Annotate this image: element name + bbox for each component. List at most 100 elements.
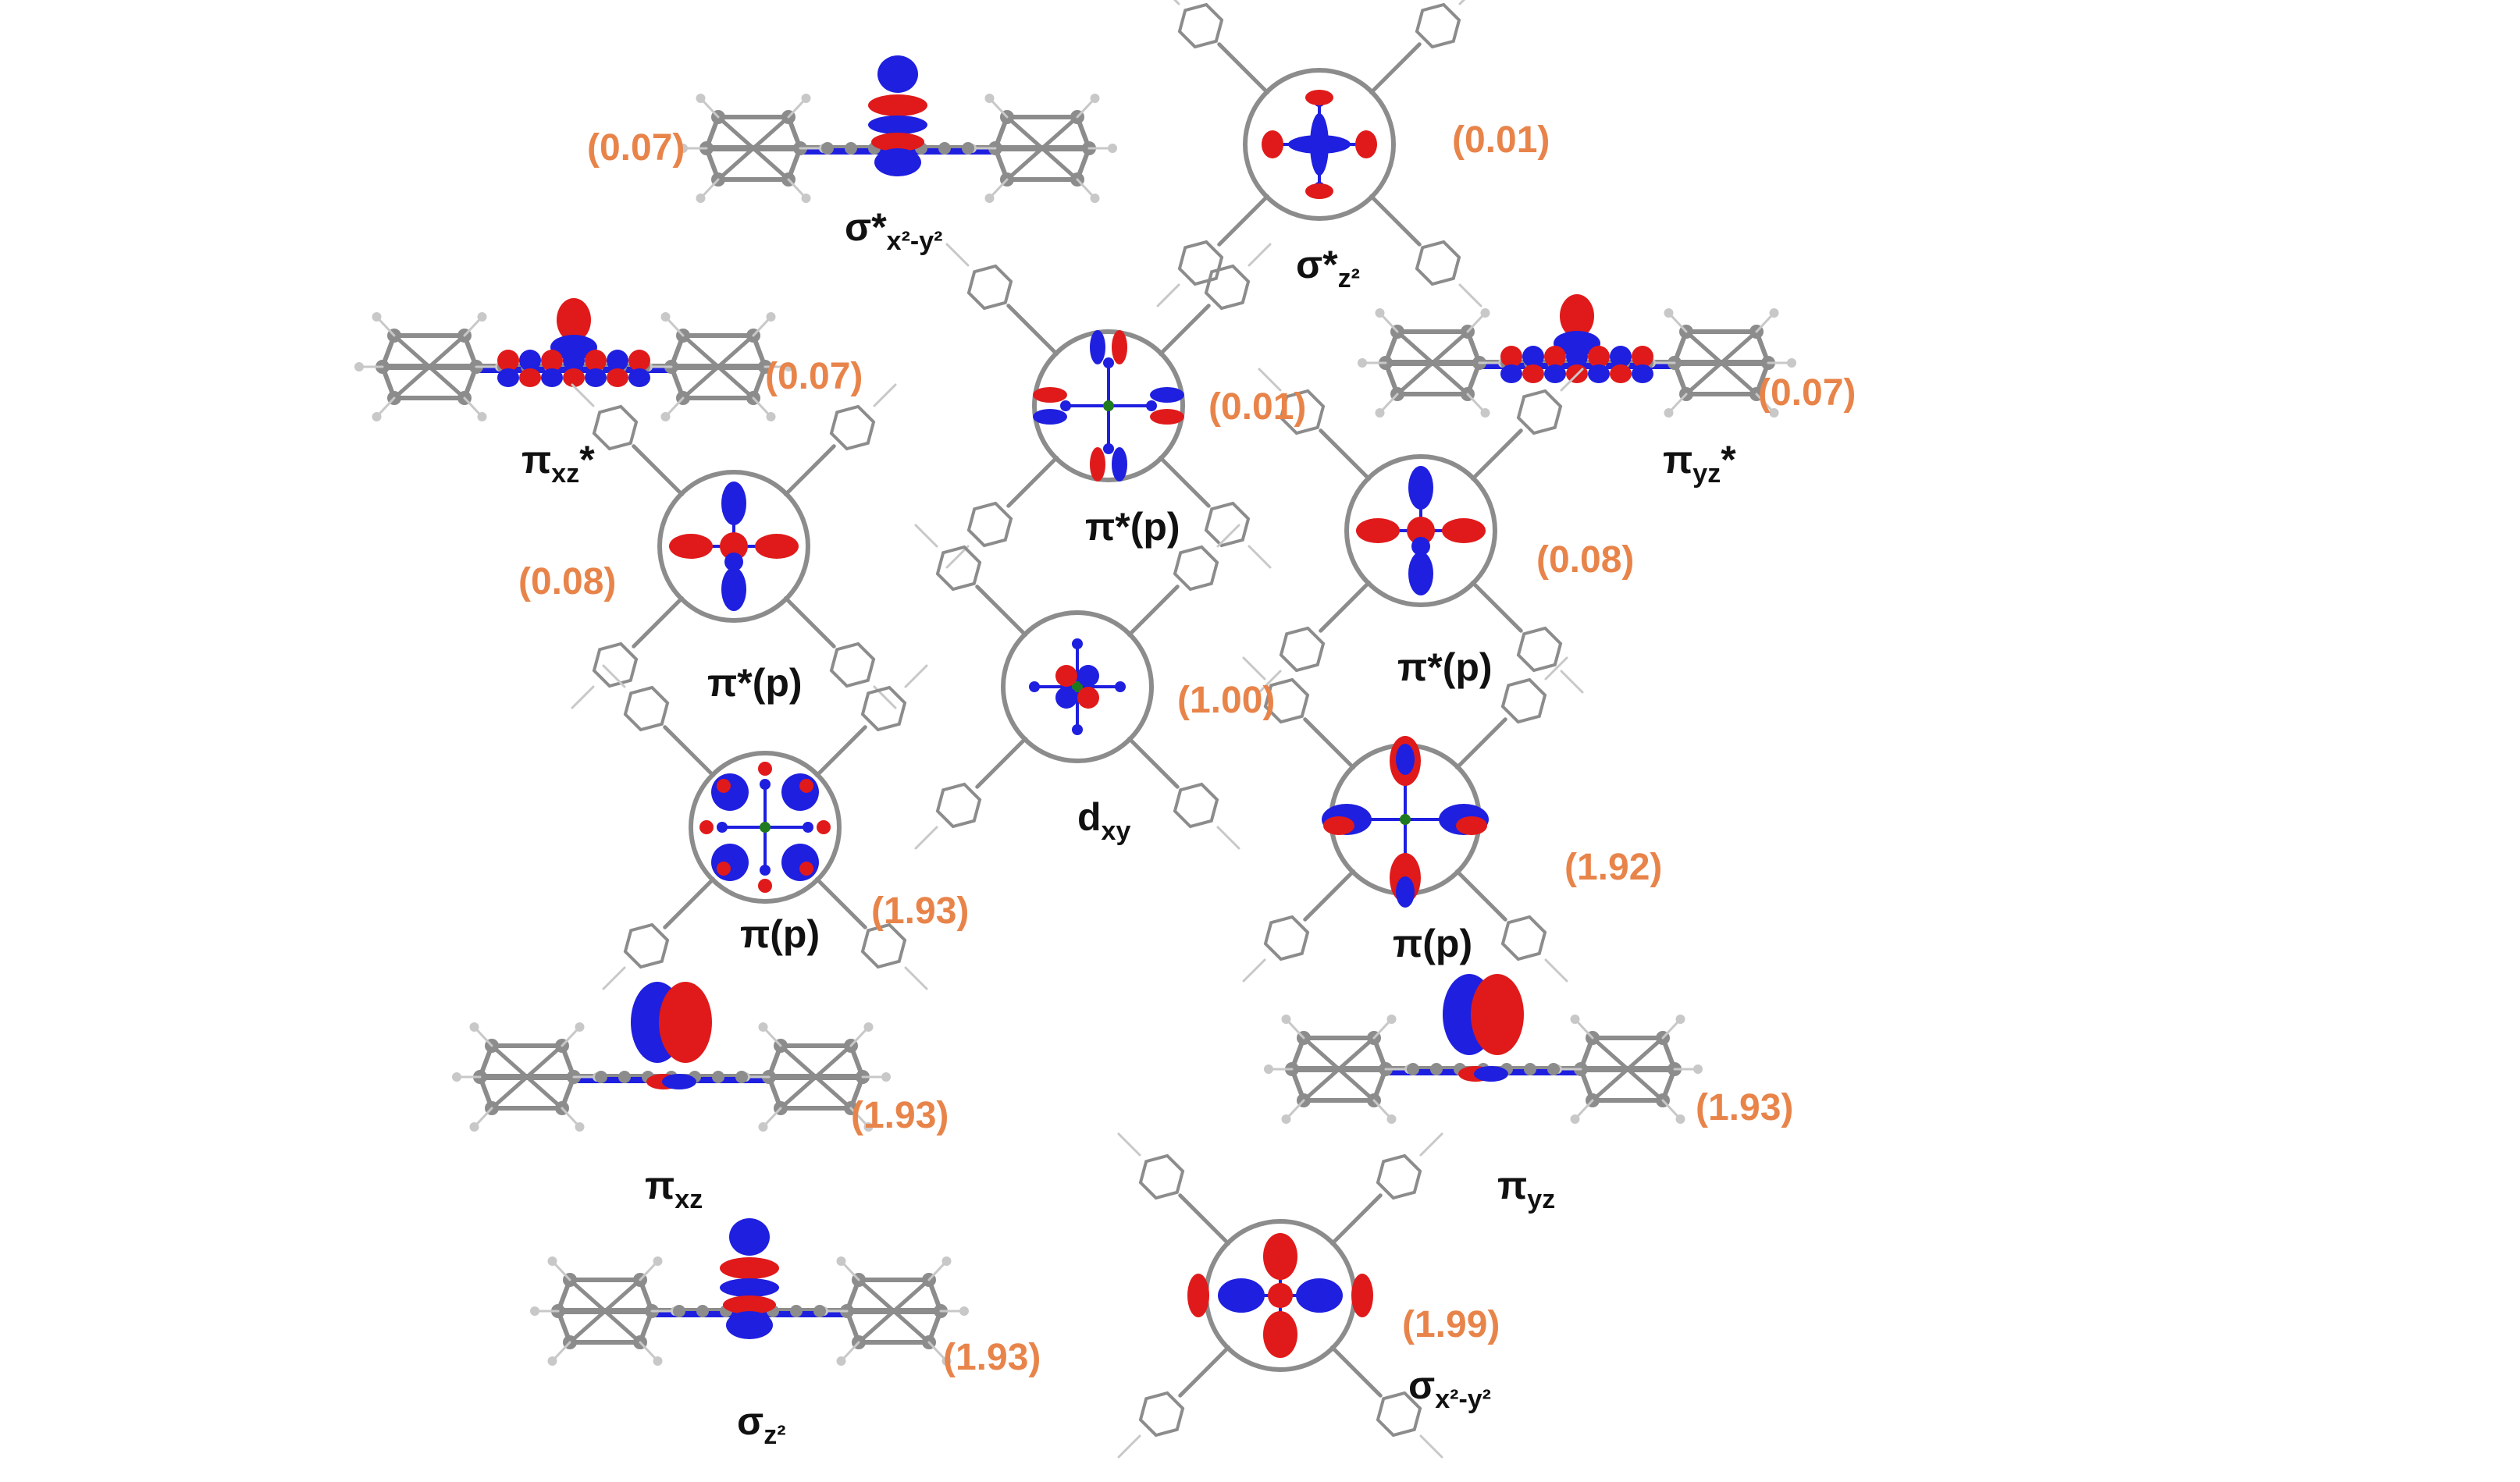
lobe [868, 116, 927, 134]
bond [1590, 1036, 1665, 1103]
atom [618, 1071, 631, 1083]
atom [845, 142, 857, 155]
lobe [1323, 816, 1354, 835]
lobe [758, 762, 772, 776]
lobe [720, 1278, 779, 1297]
atom [1090, 94, 1100, 103]
atom [1480, 308, 1490, 318]
lobe [1588, 364, 1610, 383]
phenyl-ring [935, 782, 982, 829]
bond [1005, 115, 1080, 182]
bond [975, 737, 1027, 789]
atom [735, 1071, 748, 1083]
label-d-xy: dxy [1077, 795, 1131, 846]
atom [1115, 681, 1126, 692]
lobe [497, 368, 519, 387]
label-sigma-z2: σz² [737, 1399, 786, 1450]
lobe [711, 773, 749, 811]
label-pi-xz-star: πxz* [521, 438, 595, 489]
phenyl-ring [1263, 915, 1310, 961]
bond [1173, 0, 1180, 5]
bond [681, 333, 756, 400]
lobe [1150, 409, 1184, 425]
atom [1072, 681, 1083, 692]
lobe [724, 553, 743, 571]
orbital-sigma-x2y2 [1117, 1132, 1443, 1459]
label-pi-p-left: π(p) [740, 912, 820, 956]
bond [1458, 283, 1482, 307]
label-pi-star-p-right: π*(p) [1397, 645, 1493, 689]
lobe [781, 844, 819, 881]
atom [1103, 400, 1114, 411]
atom [766, 312, 776, 322]
bond [1458, 0, 1466, 5]
phenyl-ring [1415, 240, 1461, 286]
phenyl-ring [1516, 626, 1563, 673]
phenyl-ring [592, 641, 639, 688]
label-pi-yz-star: πyz* [1663, 438, 1736, 489]
bond [904, 664, 928, 688]
occupation-pi-star-p-left: (0.08) [518, 561, 617, 602]
lobe [1055, 687, 1077, 709]
occupation-pi-yz: (1.93) [1696, 1087, 1794, 1128]
lobe [1544, 346, 1566, 368]
atom [673, 1305, 685, 1317]
phenyl-ring [860, 685, 907, 732]
lobe [799, 778, 814, 793]
orbital-pi-p-left [602, 664, 928, 990]
phenyl-ring [1173, 782, 1219, 829]
atom [1787, 358, 1796, 368]
bond [1319, 581, 1371, 633]
lobe [817, 820, 831, 834]
lobe [1218, 1278, 1265, 1313]
porphyrin-ring [1243, 68, 1396, 221]
lobe [585, 368, 607, 387]
lobe [607, 350, 628, 371]
phenyl-ring [592, 404, 639, 451]
atom [801, 194, 811, 203]
lobe [1554, 331, 1600, 356]
atom [530, 1306, 539, 1316]
lobe [720, 1257, 779, 1279]
atom [790, 1305, 803, 1317]
atom [1547, 1063, 1560, 1075]
phenyl-ring [1204, 264, 1251, 311]
atom [1281, 1114, 1291, 1124]
lobe [628, 368, 650, 387]
bond [1178, 1193, 1230, 1246]
bond [1216, 524, 1240, 548]
bond [1544, 656, 1568, 681]
phenyl-ring [966, 501, 1013, 548]
atom [1480, 408, 1490, 418]
occupation-sigma-z2: (1.93) [943, 1337, 1041, 1378]
phenyl-ring [1279, 626, 1326, 673]
bond [945, 243, 970, 267]
lobe [1355, 130, 1377, 158]
porphyrin-ring [1344, 454, 1497, 607]
atom [1693, 1064, 1703, 1074]
bond [663, 877, 715, 929]
lobe [669, 534, 713, 559]
bond [1127, 585, 1180, 637]
atom [712, 1071, 724, 1083]
lobe [874, 148, 921, 176]
orbital-pi-xz [452, 982, 891, 1132]
lobe [1544, 364, 1566, 383]
lobe [557, 298, 591, 342]
lobe [1396, 876, 1415, 908]
bond [1217, 194, 1269, 247]
occupation-sigma-star-x2y2: (0.07) [587, 127, 685, 169]
atom [1570, 1015, 1580, 1024]
orbital-pi-p-right [1242, 656, 1568, 983]
orbital-pi-yz-star [1358, 294, 1796, 418]
lobe [1305, 183, 1333, 199]
lobe [1112, 330, 1127, 364]
label-pi-yz: πyz [1497, 1164, 1556, 1214]
atom [547, 1256, 557, 1266]
atom [803, 822, 813, 833]
lobe [1305, 90, 1333, 105]
phenyl-ring [1263, 677, 1310, 724]
atom [1375, 308, 1385, 318]
phenyl-ring [1138, 1391, 1185, 1438]
bond [489, 1043, 564, 1111]
